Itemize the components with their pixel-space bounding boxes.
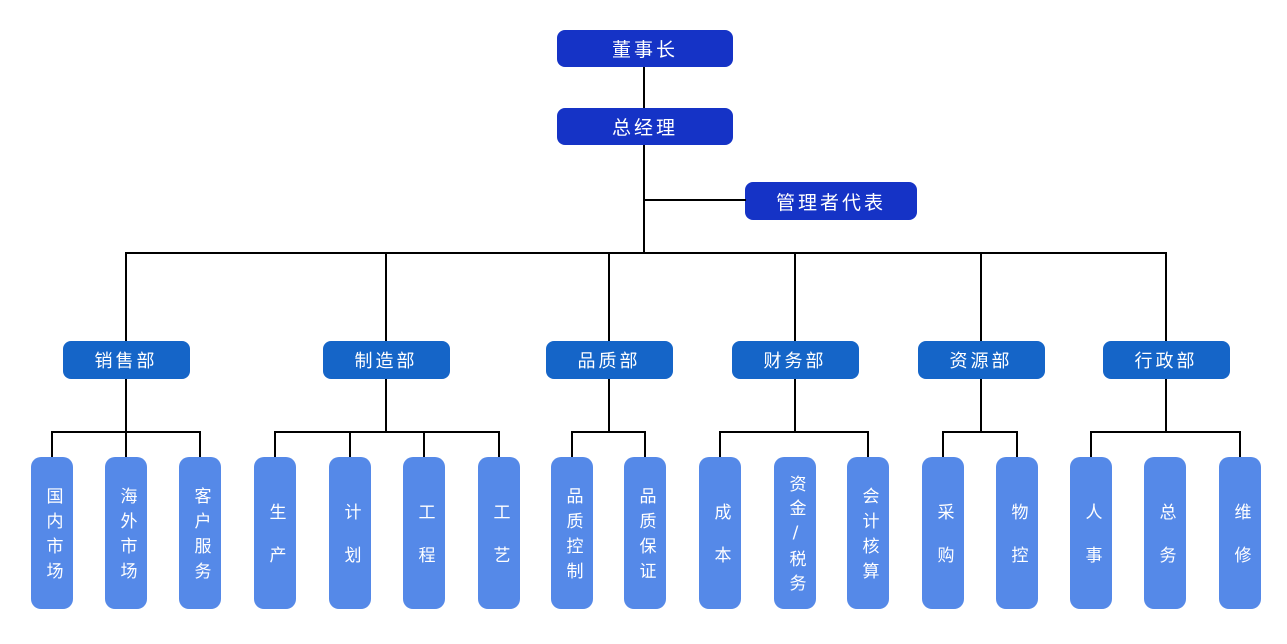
leaf-label: 品质保证 bbox=[635, 487, 656, 587]
connector-line bbox=[1165, 379, 1167, 432]
leaf-box-manufacturing-2: 工程 bbox=[403, 457, 445, 609]
connector-line bbox=[125, 252, 1167, 254]
connector-line bbox=[719, 431, 869, 433]
connector-line bbox=[643, 199, 746, 201]
leaf-box-finance-2: 会计核算 bbox=[847, 457, 889, 609]
leaf-label: 维修 bbox=[1230, 503, 1251, 589]
leaf-box-quality-0: 品质控制 bbox=[551, 457, 593, 609]
connector-line bbox=[51, 432, 53, 457]
leaf-label: 会计核算 bbox=[858, 487, 879, 587]
leaf-label: 客户服务 bbox=[190, 487, 211, 587]
connector-line bbox=[867, 432, 869, 457]
leaf-label: 国内市场 bbox=[42, 487, 63, 587]
leaf-label: 总务 bbox=[1155, 503, 1176, 589]
leaf-box-finance-1: 资金/税务 bbox=[774, 457, 816, 609]
leaf-box-resources-1: 物控 bbox=[996, 457, 1038, 609]
connector-line bbox=[498, 432, 500, 457]
connector-line bbox=[980, 253, 982, 341]
leaf-label: 品质控制 bbox=[562, 487, 583, 587]
connector-line bbox=[385, 253, 387, 341]
leaf-box-administration-2: 维修 bbox=[1219, 457, 1261, 609]
leaf-label: 成本 bbox=[710, 503, 731, 589]
department-box-manufacturing: 制造部 bbox=[322, 341, 450, 379]
connector-line bbox=[423, 432, 425, 457]
leaf-label: 资金/税务 bbox=[785, 475, 806, 598]
leaf-box-administration-0: 人事 bbox=[1070, 457, 1112, 609]
connector-line bbox=[608, 379, 610, 432]
connector-line bbox=[1239, 432, 1241, 457]
leaf-box-manufacturing-0: 生产 bbox=[254, 457, 296, 609]
connector-line bbox=[980, 379, 982, 432]
connector-line bbox=[942, 431, 1018, 433]
connector-line bbox=[125, 253, 127, 341]
leaf-label: 海外市场 bbox=[116, 487, 137, 587]
department-box-finance: 财务部 bbox=[731, 341, 859, 379]
connector-line bbox=[125, 432, 127, 457]
connector-line bbox=[125, 379, 127, 432]
leaf-box-manufacturing-3: 工艺 bbox=[478, 457, 520, 609]
leaf-label: 工程 bbox=[414, 503, 435, 589]
leaf-box-sales-1: 海外市场 bbox=[105, 457, 147, 609]
leaf-box-sales-0: 国内市场 bbox=[31, 457, 73, 609]
leaf-label: 生产 bbox=[265, 503, 286, 589]
connector-line bbox=[385, 379, 387, 432]
leaf-box-quality-1: 品质保证 bbox=[624, 457, 666, 609]
connector-line bbox=[608, 253, 610, 341]
connector-line bbox=[644, 432, 646, 457]
connector-line bbox=[794, 379, 796, 432]
connector-line bbox=[571, 431, 646, 433]
chairman-box: 董事长 bbox=[557, 30, 733, 67]
leaf-label: 人事 bbox=[1081, 503, 1102, 589]
connector-line bbox=[942, 432, 944, 457]
connector-line bbox=[274, 431, 500, 433]
department-box-sales: 销售部 bbox=[62, 341, 190, 379]
connector-line bbox=[643, 67, 645, 108]
leaf-box-manufacturing-1: 计划 bbox=[329, 457, 371, 609]
connector-line bbox=[349, 432, 351, 457]
leaf-box-administration-1: 总务 bbox=[1144, 457, 1186, 609]
leaf-label: 计划 bbox=[340, 503, 361, 589]
general-manager-box: 总经理 bbox=[557, 108, 733, 145]
connector-line bbox=[719, 432, 721, 457]
connector-line bbox=[1090, 432, 1092, 457]
leaf-box-sales-2: 客户服务 bbox=[179, 457, 221, 609]
leaf-box-finance-0: 成本 bbox=[699, 457, 741, 609]
connector-line bbox=[571, 432, 573, 457]
connector-line bbox=[1016, 432, 1018, 457]
leaf-label: 物控 bbox=[1007, 503, 1028, 589]
leaf-box-resources-0: 采购 bbox=[922, 457, 964, 609]
connector-line bbox=[1165, 253, 1167, 341]
management-representative-box: 管理者代表 bbox=[745, 182, 917, 220]
department-box-quality: 品质部 bbox=[545, 341, 673, 379]
connector-line bbox=[1090, 431, 1241, 433]
connector-line bbox=[794, 253, 796, 341]
leaf-label: 采购 bbox=[933, 503, 954, 589]
leaf-label: 工艺 bbox=[489, 503, 510, 589]
connector-line bbox=[199, 432, 201, 457]
department-box-administration: 行政部 bbox=[1102, 341, 1230, 379]
department-box-resources: 资源部 bbox=[917, 341, 1045, 379]
connector-line bbox=[274, 432, 276, 457]
